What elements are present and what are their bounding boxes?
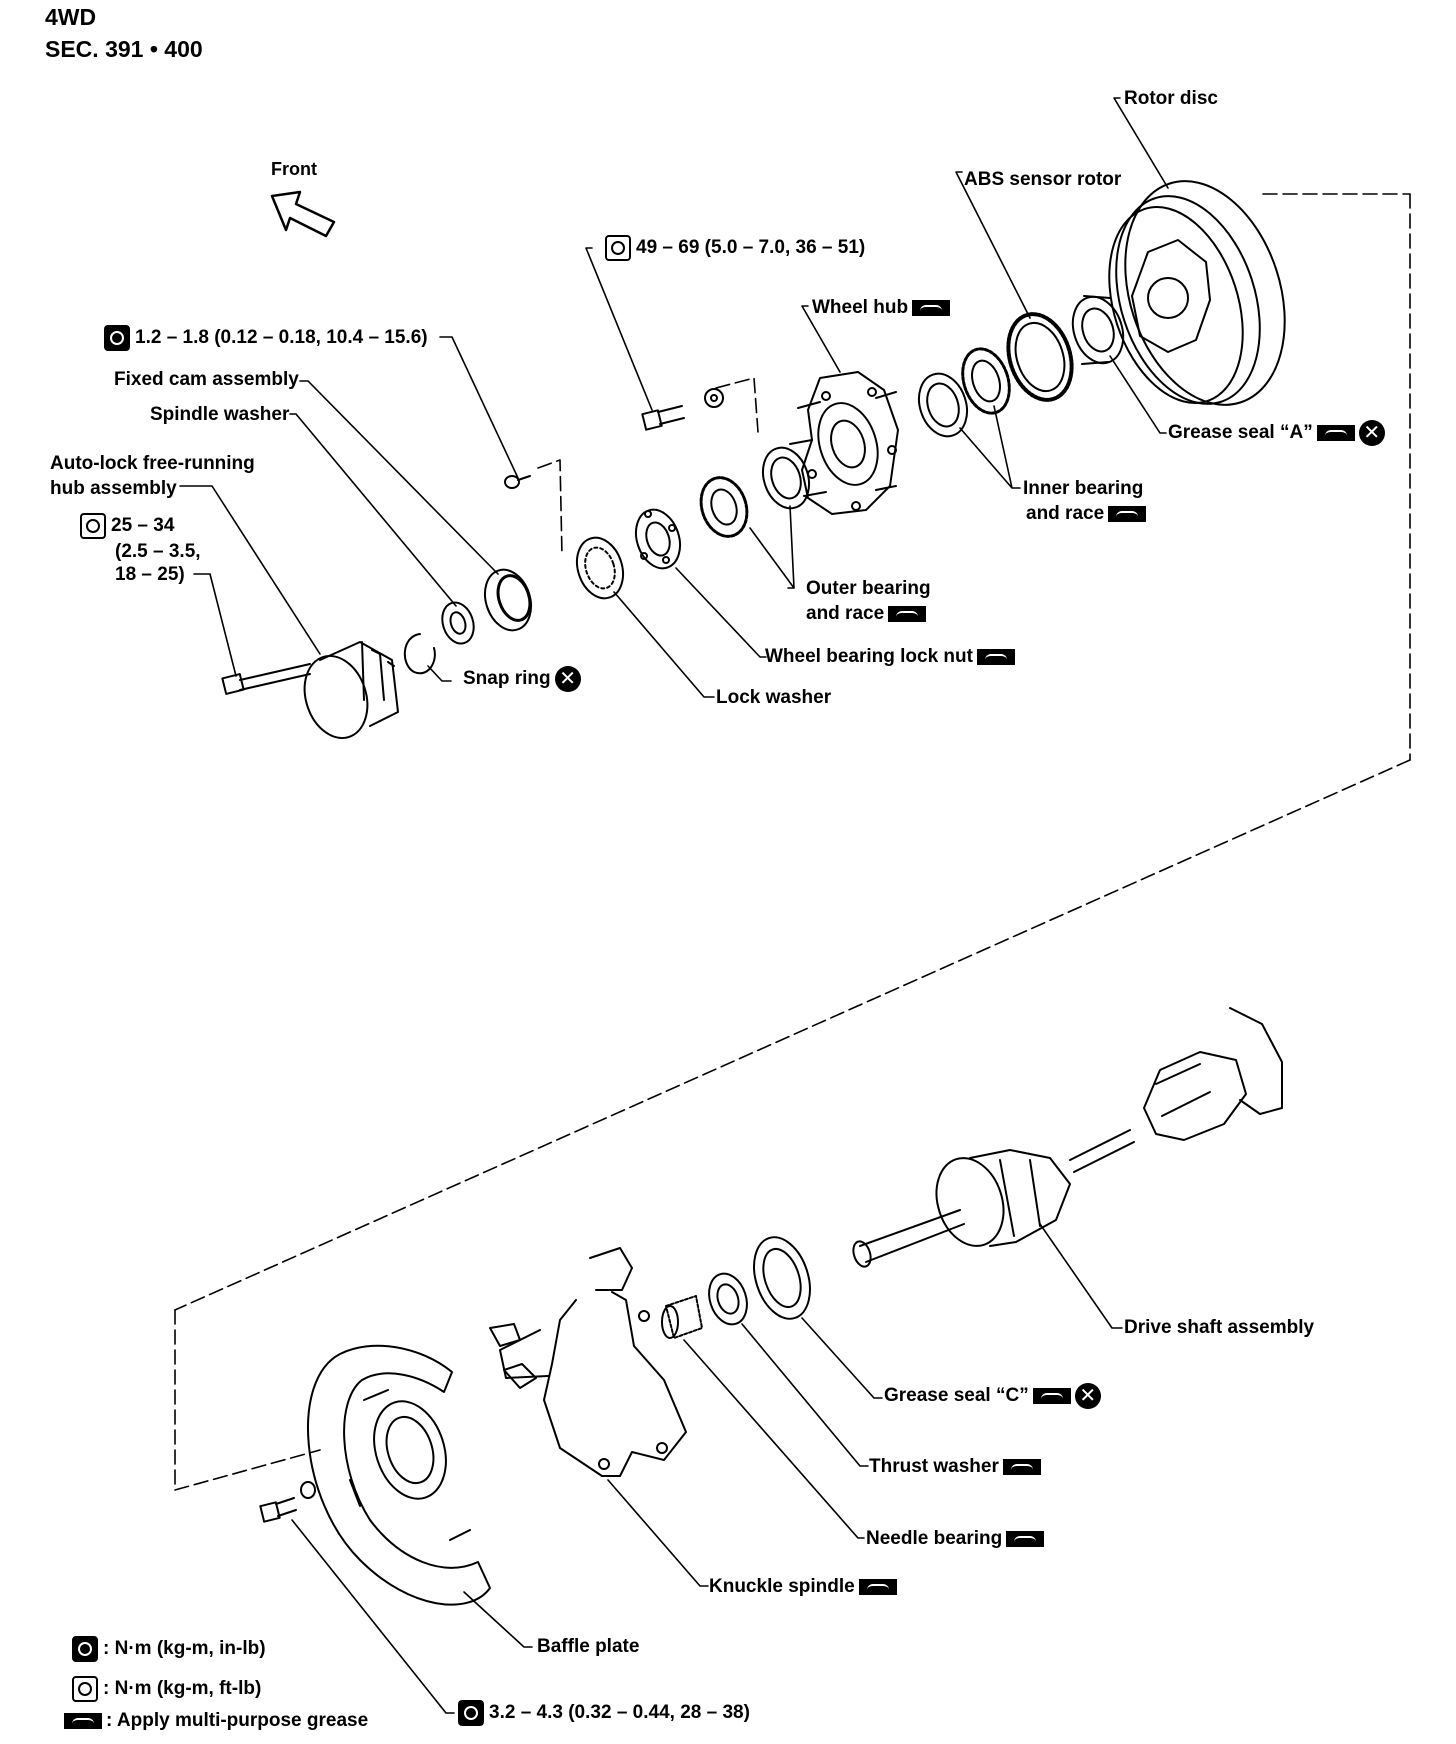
snap-ring-text: Snap ring xyxy=(463,668,551,690)
rotor-disc-part xyxy=(1108,180,1286,406)
fixed-cam-assembly-part xyxy=(483,568,533,632)
grease-icon xyxy=(64,1712,102,1729)
wheel-hub-part xyxy=(789,371,899,515)
torque-ft-lb-icon xyxy=(605,235,631,261)
baffle-bolt-torque-value: 3.2 – 4.3 (0.32 – 0.44, 28 – 38) xyxy=(489,1702,750,1724)
label-screw-torque: 1.2 – 1.8 (0.12 – 0.18, 10.4 – 15.6) xyxy=(104,325,428,351)
header-model: 4WD xyxy=(45,4,97,30)
front-arrow-icon xyxy=(270,190,336,238)
label-abs-sensor-rotor: ABS sensor rotor xyxy=(964,169,1122,190)
label-baffle-plate: Baffle plate xyxy=(537,1636,640,1657)
wheel-hub-washer-part xyxy=(704,388,724,408)
label-spindle-washer: Spindle washer xyxy=(150,404,290,425)
baffle-bolt-part xyxy=(259,1497,297,1523)
label-hub-torque-line2: (2.5 – 3.5, xyxy=(115,541,201,562)
thrust-washer-part xyxy=(708,1272,748,1326)
grease-seal-a-part xyxy=(1071,295,1125,365)
torque-in-lb-icon xyxy=(458,1700,484,1726)
auto-lock-hub-part xyxy=(303,641,399,740)
grease-icon xyxy=(912,299,951,316)
label-grease-seal-c: Grease seal “C” ✕ xyxy=(884,1383,1101,1409)
grease-icon xyxy=(1032,1388,1071,1404)
screw-torque-value: 1.2 – 1.8 (0.12 – 0.18, 10.4 – 15.6) xyxy=(135,327,428,349)
label-wheel-hub-bolt-torque: 49 – 69 (5.0 – 7.0, 36 – 51) xyxy=(605,235,865,261)
hub-bolt-part xyxy=(221,663,311,695)
grease-icon xyxy=(1108,505,1147,522)
front-label: Front xyxy=(271,159,317,179)
spindle-washer-part xyxy=(441,601,475,645)
replace-x-icon: ✕ xyxy=(1074,1383,1101,1409)
label-outer-bearing-line2: and race xyxy=(806,602,927,626)
knuckle-spindle-text: Knuckle spindle xyxy=(709,1576,855,1597)
label-inner-bearing-line2: and race xyxy=(1026,502,1147,526)
baffle-washer-part xyxy=(300,1481,316,1499)
wheel-hub-bolt-torque-value: 49 – 69 (5.0 – 7.0, 36 – 51) xyxy=(636,237,866,259)
torque-ft-lb-icon xyxy=(72,1676,98,1702)
header-section: SEC. 391 • 400 xyxy=(45,36,203,62)
inner-bearing-text: and race xyxy=(1026,503,1105,524)
grease-icon xyxy=(1006,1530,1045,1547)
small-screw-part xyxy=(504,475,531,489)
label-hub-torque-line3: 18 – 25) xyxy=(115,564,185,585)
knuckle-spindle-part xyxy=(489,1247,687,1477)
hub-torque-value-1: 25 – 34 xyxy=(111,515,175,537)
needle-bearing-text: Needle bearing xyxy=(866,1528,1003,1549)
grease-seal-a-text: Grease seal “A” xyxy=(1168,422,1313,444)
label-rotor-disc: Rotor disc xyxy=(1124,88,1218,109)
grease-icon xyxy=(888,605,927,622)
snap-ring-part xyxy=(404,633,436,675)
wheel-hub-text: Wheel hub xyxy=(812,297,909,318)
label-inner-bearing-line1: Inner bearing xyxy=(1023,478,1144,499)
label-knuckle-spindle: Knuckle spindle xyxy=(709,1575,897,1599)
grease-icon xyxy=(1002,1458,1041,1475)
needle-bearing-part xyxy=(661,1295,703,1339)
grease-seal-c-part xyxy=(753,1236,811,1320)
replace-x-icon: ✕ xyxy=(554,666,581,692)
drive-shaft-part xyxy=(852,1007,1283,1268)
baffle-plate-part xyxy=(307,1344,491,1606)
wheel-hub-bolt-part xyxy=(641,405,685,431)
label-baffle-bolt-torque: 3.2 – 4.3 (0.32 – 0.44, 28 – 38) xyxy=(458,1700,750,1726)
label-auto-lock-line1: Auto-lock free-running xyxy=(50,453,255,474)
thrust-washer-text: Thrust washer xyxy=(869,1456,999,1477)
axis-connector-lines xyxy=(174,193,1411,1491)
label-drive-shaft-assembly: Drive shaft assembly xyxy=(1124,1317,1315,1338)
label-snap-ring: Snap ring✕ xyxy=(463,666,581,692)
legend-nm-in-lb: : N·m (kg-m, in-lb) xyxy=(72,1636,266,1662)
label-needle-bearing: Needle bearing xyxy=(866,1527,1045,1551)
legend-nm-ft-lb: : N·m (kg-m, ft-lb) xyxy=(72,1676,261,1702)
wheel-bearing-lock-nut-part xyxy=(634,508,682,570)
lock-washer-part xyxy=(575,536,625,600)
label-lock-washer: Lock washer xyxy=(716,687,832,708)
legend-grease-text: : Apply multi-purpose grease xyxy=(106,1710,369,1731)
grease-icon xyxy=(976,648,1015,665)
grease-icon xyxy=(1316,425,1355,441)
wheel-bearing-lock-nut-text: Wheel bearing lock nut xyxy=(765,646,973,667)
label-auto-lock-line2: hub assembly xyxy=(50,478,177,499)
outer-bearing-part xyxy=(699,476,749,538)
label-hub-torque-line1: 25 – 34 xyxy=(80,513,174,539)
outer-bearing-text: and race xyxy=(806,603,885,624)
torque-in-lb-icon xyxy=(72,1636,98,1662)
torque-in-lb-icon xyxy=(104,325,130,351)
legend-grease: : Apply multi-purpose grease xyxy=(64,1710,368,1732)
replace-x-icon: ✕ xyxy=(1358,420,1385,446)
grease-seal-c-text: Grease seal “C” xyxy=(884,1385,1029,1407)
outer-race-part xyxy=(761,446,811,510)
torque-ft-lb-icon xyxy=(80,513,106,539)
label-wheel-hub: Wheel hub xyxy=(812,296,951,320)
inner-race-part xyxy=(917,372,969,438)
label-grease-seal-a: Grease seal “A” ✕ xyxy=(1168,420,1385,446)
abs-sensor-rotor-part xyxy=(1006,312,1074,402)
grease-icon xyxy=(858,1578,897,1595)
label-outer-bearing-line1: Outer bearing xyxy=(806,578,931,599)
label-thrust-washer: Thrust washer xyxy=(869,1455,1041,1479)
legend-nm-ft-lb-text: : N·m (kg-m, ft-lb) xyxy=(103,1678,262,1700)
legend-nm-in-lb-text: : N·m (kg-m, in-lb) xyxy=(103,1638,266,1660)
label-fixed-cam-assembly: Fixed cam assembly xyxy=(114,369,299,390)
leader-lines xyxy=(179,97,1169,1714)
label-wheel-bearing-lock-nut: Wheel bearing lock nut xyxy=(765,645,1015,669)
